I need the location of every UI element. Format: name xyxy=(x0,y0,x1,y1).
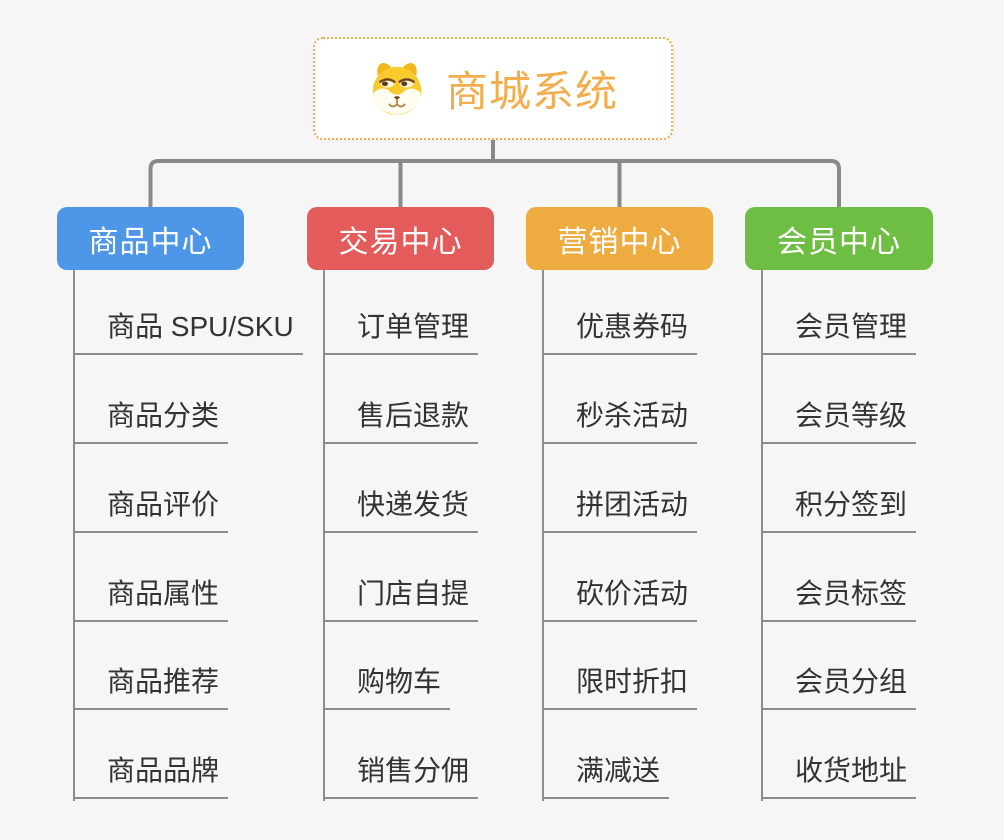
leaf-node[interactable]: 商品推荐 xyxy=(73,662,229,710)
leaf-node[interactable]: 拼团活动 xyxy=(542,485,698,533)
branch-node-member-center[interactable]: 会员中心 xyxy=(745,207,933,270)
leaf-node[interactable]: 订单管理 xyxy=(323,307,479,355)
leaf-node[interactable]: 优惠券码 xyxy=(542,307,698,355)
branch-node-trade-center[interactable]: 交易中心 xyxy=(307,207,494,270)
leaf-column-product-center: 商品 SPU/SKU 商品分类 商品评价 商品属性 商品推荐 商品品牌 xyxy=(73,270,303,801)
leaf-node[interactable]: 商品分类 xyxy=(73,396,229,444)
leaf-node[interactable]: 商品属性 xyxy=(73,574,229,622)
branch-node-label: 交易中心 xyxy=(338,225,463,259)
leaf-node[interactable]: 销售分佣 xyxy=(323,751,479,799)
leaf-node[interactable]: 限时折扣 xyxy=(542,662,698,710)
leaf-column-trade-center: 订单管理 售后退款 快递发货 门店自提 购物车 销售分佣 xyxy=(323,270,553,801)
leaf-node[interactable]: 会员管理 xyxy=(761,307,917,355)
leaf-node[interactable]: 购物车 xyxy=(323,662,451,710)
leaf-node[interactable]: 会员标签 xyxy=(761,574,917,622)
leaf-node[interactable]: 砍价活动 xyxy=(542,574,698,622)
branch-node-product-center[interactable]: 商品中心 xyxy=(57,207,244,270)
leaf-column-marketing-center: 优惠券码 秒杀活动 拼团活动 砍价活动 限时折扣 满减送 xyxy=(542,270,772,801)
root-node-mall-system[interactable]: 商城系统 xyxy=(313,37,673,140)
leaf-node[interactable]: 秒杀活动 xyxy=(542,396,698,444)
leaf-node[interactable]: 收货地址 xyxy=(761,751,917,799)
shiba-dog-icon xyxy=(372,62,422,115)
leaf-column-member-center: 会员管理 会员等级 积分签到 会员标签 会员分组 收货地址 xyxy=(761,270,991,801)
leaf-node[interactable]: 商品品牌 xyxy=(73,751,229,799)
leaf-node[interactable]: 售后退款 xyxy=(323,396,479,444)
branch-node-marketing-center[interactable]: 营销中心 xyxy=(526,207,713,270)
leaf-node[interactable]: 积分签到 xyxy=(761,485,917,533)
branch-node-label: 商品中心 xyxy=(88,225,213,259)
leaf-node[interactable]: 商品评价 xyxy=(73,485,229,533)
leaf-node[interactable]: 门店自提 xyxy=(323,574,479,622)
leaf-node[interactable]: 会员等级 xyxy=(761,396,917,444)
leaf-node[interactable]: 会员分组 xyxy=(761,662,917,710)
leaf-node[interactable]: 快递发货 xyxy=(323,485,479,533)
branch-node-label: 会员中心 xyxy=(777,225,901,259)
root-node-label: 商城系统 xyxy=(445,68,618,115)
leaf-node[interactable]: 满减送 xyxy=(542,751,670,799)
leaf-node[interactable]: 商品 SPU/SKU xyxy=(73,307,303,355)
branch-node-label: 营销中心 xyxy=(557,225,682,259)
